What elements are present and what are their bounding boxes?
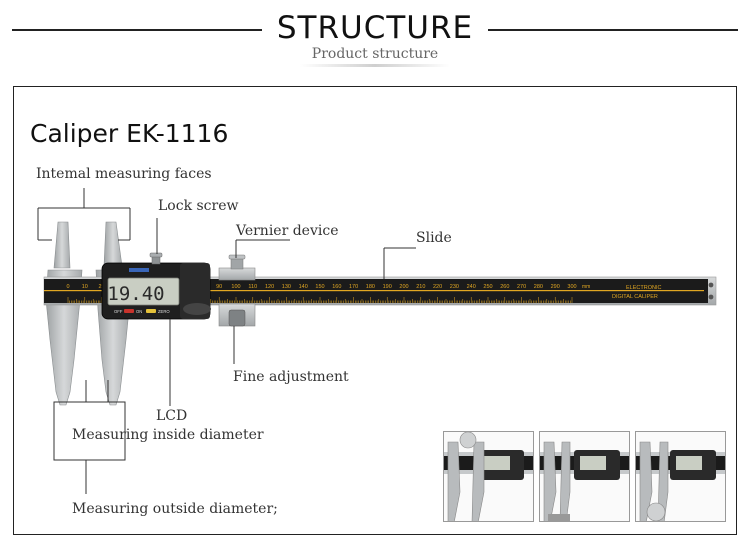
scale-label: 200 [399, 284, 408, 290]
scale-label: 110 [248, 284, 257, 290]
scale-label: 140 [299, 284, 308, 290]
usage-inside-diameter [539, 431, 630, 522]
internal-jaw-slide [103, 221, 123, 267]
scale-label: 150 [315, 284, 324, 290]
slider-wheel [183, 303, 211, 315]
callout-inside-box [53, 401, 126, 461]
header-rule-left [12, 29, 262, 31]
callout-internal-faces [37, 188, 131, 241]
usage-outside-diameter [443, 431, 534, 522]
header-rule-right [488, 29, 738, 31]
scale-label: 210 [416, 284, 425, 290]
label-lock-screw: Lock screw [158, 198, 239, 214]
scale-label: 180 [366, 284, 375, 290]
lcd-screen [107, 277, 180, 306]
scale-label: 230 [450, 284, 459, 290]
diagram-frame [13, 86, 737, 535]
scale-unit: mm [582, 284, 590, 290]
scale-label: 130 [282, 284, 291, 290]
beam-screw-top [708, 282, 714, 288]
brand-line-1: ELECTRONIC [626, 285, 661, 291]
scale-label: 270 [517, 284, 526, 290]
zero-button [146, 309, 156, 313]
internal-jaw-fixed [53, 221, 71, 269]
fine-adjust-knob [228, 309, 246, 327]
usage-depth [635, 431, 726, 522]
vernier-screw-cap [228, 254, 246, 260]
lock-screw-cap [149, 252, 163, 258]
vernier-clamp-top [218, 267, 256, 281]
scale-label: 240 [467, 284, 476, 290]
page-title: STRUCTURE [276, 10, 474, 46]
label-lcd: LCD [156, 408, 188, 424]
lcd-logo [129, 268, 149, 272]
callout-slide [383, 247, 416, 279]
scale-label: 170 [349, 284, 358, 290]
vernier-screw [230, 257, 244, 270]
scale-label: 0 [66, 284, 69, 290]
scale-label: 300 [567, 284, 576, 290]
product-title: Caliper EK-1116 [30, 119, 229, 148]
label-vernier-device: Vernier device [236, 223, 339, 239]
lcd-readout: 19.40 [107, 283, 164, 305]
scale-labels: 0102030405060901001101201301401501601701… [66, 284, 576, 290]
label-slide: Slide [416, 230, 452, 246]
scale-label: 220 [433, 284, 442, 290]
scale-label: 260 [500, 284, 509, 290]
btn-zero-label: ZERO [158, 309, 170, 314]
callout-lines [37, 188, 416, 494]
brand-line-2: DIGITAL CALIPER [612, 294, 658, 300]
scale-label: 120 [265, 284, 274, 290]
scale-label: 100 [231, 284, 240, 290]
scale-label: 290 [551, 284, 560, 290]
callout-inside-legs [85, 380, 109, 402]
scale-line [44, 290, 704, 292]
scale-label: 190 [383, 284, 392, 290]
scale-label: 250 [483, 284, 492, 290]
btn-on-label: ON [136, 309, 142, 314]
page-subtitle: Product structure [311, 46, 439, 62]
scale-label: 90 [216, 284, 222, 290]
beam-screw-bottom [708, 294, 714, 300]
subtitle-underline [300, 64, 450, 67]
btn-off-label: OFF [114, 309, 123, 314]
label-outside-diameter: Measuring outside diameter; [72, 501, 278, 517]
scale-label: 10 [82, 284, 88, 290]
off-button [124, 309, 134, 313]
label-inside-diameter: Measuring inside diameter [72, 427, 264, 443]
scale-label: 280 [534, 284, 543, 290]
label-fine-adjustment: Fine adjustment [233, 369, 349, 385]
scale-label: 160 [332, 284, 341, 290]
label-internal-faces: Intemal measuring faces [36, 166, 212, 182]
callout-vernier [235, 239, 290, 258]
